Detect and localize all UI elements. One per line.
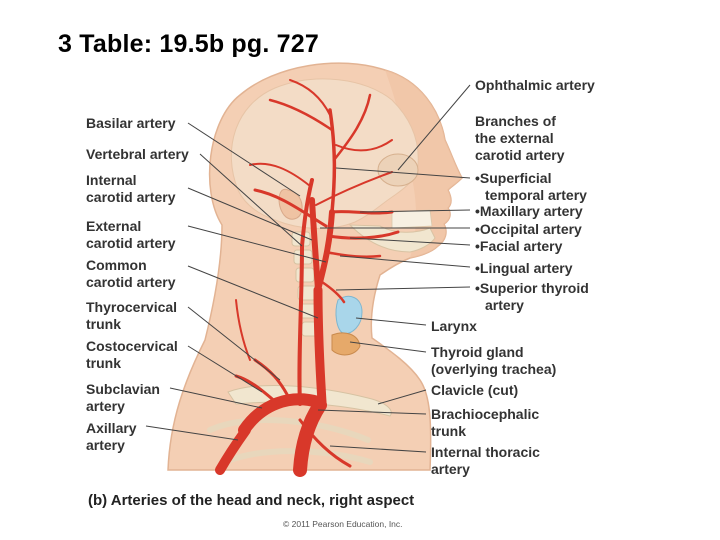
label-thyrocervical-trunk: Thyrocervical trunk	[86, 299, 177, 333]
label-lingual-artery: Lingual artery	[475, 260, 573, 277]
label-internal-carotid-artery: Internal carotid artery	[86, 172, 175, 206]
label-occipital-artery: Occipital artery	[475, 221, 582, 238]
label-superior-thyroid-artery: Superior thyroid artery	[475, 280, 589, 314]
label-ophthalmic-artery: Ophthalmic artery	[475, 77, 595, 94]
label-facial-artery: Facial artery	[475, 238, 562, 255]
label-thyroid-gland: Thyroid gland (overlying trachea)	[431, 344, 556, 378]
branches-heading: Branches of the external carotid artery	[475, 113, 564, 164]
label-internal-thoracic-artery: Internal thoracic artery	[431, 444, 540, 478]
label-larynx: Larynx	[431, 318, 477, 335]
label-vertebral-artery: Vertebral artery	[86, 146, 189, 163]
label-maxillary-artery: Maxillary artery	[475, 203, 583, 220]
figure-caption: (b) Arteries of the head and neck, right…	[88, 492, 414, 509]
label-subclavian-artery: Subclavian artery	[86, 381, 160, 415]
copyright-notice: © 2011 Pearson Education, Inc.	[283, 519, 403, 529]
common-carotid	[318, 290, 322, 402]
teeth	[392, 210, 432, 228]
label-clavicle: Clavicle (cut)	[431, 382, 518, 399]
label-basilar-artery: Basilar artery	[86, 115, 176, 132]
label-axillary-artery: Axillary artery	[86, 420, 137, 454]
label-brachiocephalic-trunk: Brachiocephalic trunk	[431, 406, 539, 440]
label-common-carotid-artery: Common carotid artery	[86, 257, 175, 291]
label-costocervical-trunk: Costocervical trunk	[86, 338, 178, 372]
label-superficial-temporal-artery: Superficial temporal artery	[475, 170, 587, 204]
label-external-carotid-artery: External carotid artery	[86, 218, 175, 252]
